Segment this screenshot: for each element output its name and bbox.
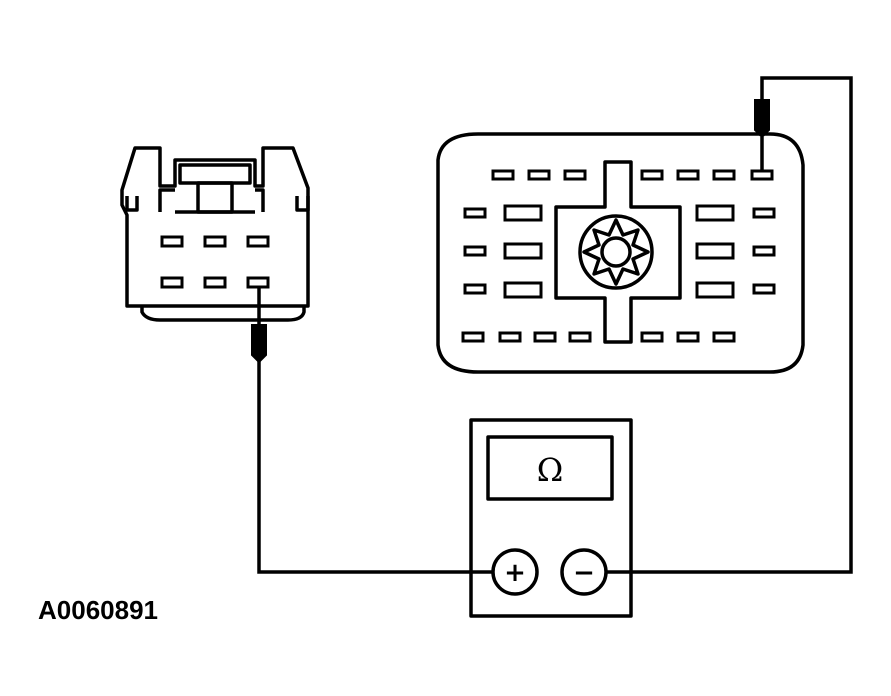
connector-pin xyxy=(246,276,270,289)
connector-cavity xyxy=(158,188,265,212)
multimeter-display xyxy=(486,435,614,501)
module-connector xyxy=(436,132,805,374)
figure-id: A0060891 xyxy=(38,595,158,625)
module-center-key xyxy=(554,160,682,344)
connector-pin xyxy=(246,235,270,248)
connector-body xyxy=(120,146,310,308)
connector-pin xyxy=(160,235,184,248)
probe-tip xyxy=(754,99,770,139)
module-pins-bottom xyxy=(461,331,736,343)
connector-pin xyxy=(203,276,227,289)
module-pins-top xyxy=(491,169,774,181)
star-terminal-inner xyxy=(600,236,632,268)
star-terminal-star xyxy=(582,218,650,286)
test-lead-positive xyxy=(251,287,493,574)
probe-tip xyxy=(251,324,267,364)
ohm-symbol: Ω xyxy=(537,451,564,489)
positive-terminal-label: + xyxy=(504,558,526,588)
star-terminal-outer xyxy=(578,214,654,290)
module-connector-body xyxy=(436,132,805,374)
module-pins-right xyxy=(695,204,776,299)
connector-pin xyxy=(160,276,184,289)
multimeter-body xyxy=(469,418,633,618)
module-pins-left xyxy=(463,204,543,299)
test-lead-negative xyxy=(606,76,853,574)
connector-pin xyxy=(203,235,227,248)
negative-terminal-label: − xyxy=(573,558,595,588)
multimeter: Ω + − xyxy=(469,418,633,618)
harness-connector xyxy=(120,146,310,322)
